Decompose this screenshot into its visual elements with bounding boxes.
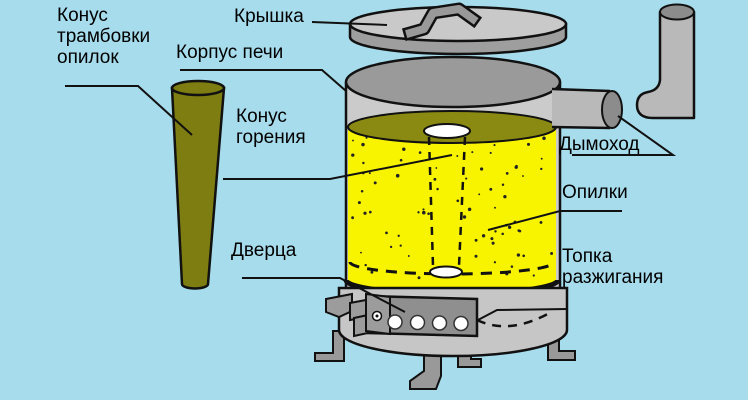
stove-door [325,292,479,338]
hinge-pin-center [375,314,379,318]
chimney-elbow-opening [659,3,695,21]
chimney-pipe-top-edge [551,87,611,93]
label-ignition-chamber: Топка разжигания [562,246,664,288]
pointer-door [242,277,406,313]
chimney-pipe-end-cap [601,90,623,129]
pointer-lines [65,21,677,321]
chimney-elbow [635,10,696,120]
tamping-cone [170,79,226,290]
door-hole-4 [453,315,469,332]
label-sawdust: Опилки [562,182,628,203]
pointer-sawdust [487,210,622,231]
burning-channel [423,123,471,279]
pointer-tamping-cone [65,85,193,136]
label-door: Дверца [231,240,297,261]
tamping-cone-top [170,79,226,97]
label-tamping-cone: Конус трамбовки опилок [57,5,151,68]
pointer-lid [311,21,388,26]
stove-lid [348,2,568,56]
pointer-burning-cone [223,154,453,180]
lid-handle [405,5,479,38]
burning-channel-right-dash [457,136,467,267]
label-burning-cone: Конус горения [236,106,306,148]
sawdust-fill [348,127,556,293]
sawdust [343,110,561,297]
stove-opening [344,55,562,109]
door-hole-2 [409,314,426,331]
chimney-pipe-bottom-edge [551,125,611,130]
burning-channel-top [423,123,471,139]
door-hole-1 [387,314,403,330]
pointer-chimney [572,115,677,156]
pointer-stove-body [180,69,347,92]
door-hole-3 [431,315,448,331]
label-stove-body: Корпус печи [176,42,284,63]
label-chimney: Дымоход [559,134,640,155]
burning-channel-bottom [429,265,463,279]
tamping-cone-body [170,86,226,290]
latch-tab-flag [325,292,353,319]
pointer-ignition-chamber [477,308,568,321]
chimney [551,3,696,130]
sawdust-speckles [351,135,554,280]
base-dashed-arc [476,309,554,328]
label-lid: Крышка [234,6,304,27]
